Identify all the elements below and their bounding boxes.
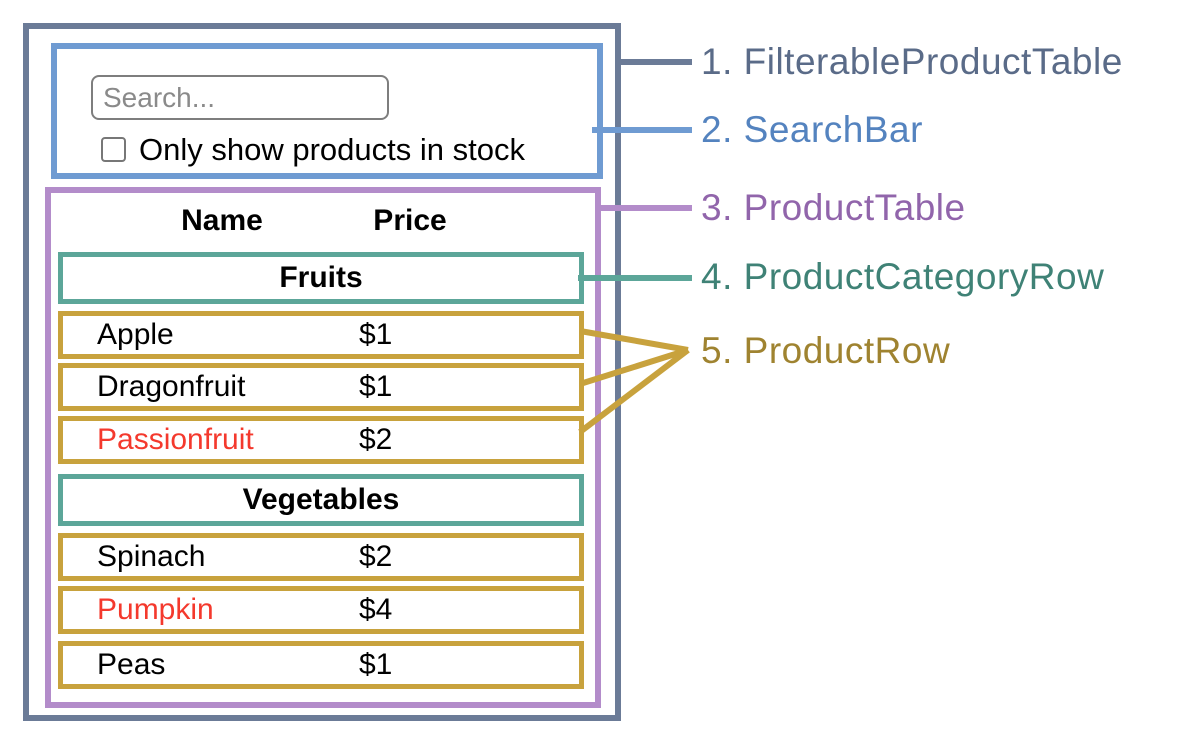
product-row-apple: Apple $1: [58, 311, 584, 359]
category-row-vegetables: Vegetables: [58, 474, 584, 526]
product-name: Peas: [97, 648, 166, 681]
category-label: Fruits: [279, 261, 363, 294]
in-stock-checkbox-label: Only show products in stock: [139, 132, 525, 167]
product-row-pumpkin: Pumpkin $4: [58, 586, 584, 634]
legend-label-search-bar: 2. SearchBar: [701, 109, 923, 150]
product-row-passionfruit: Passionfruit $2: [58, 416, 584, 464]
product-row-dragonfruit: Dragonfruit $1: [58, 363, 584, 411]
legend-label-product-row: 5. ProductRow: [701, 330, 951, 371]
category-label: Vegetables: [242, 483, 400, 516]
category-row-fruits: Fruits: [58, 252, 584, 304]
product-name: Pumpkin: [97, 593, 214, 626]
product-row-spinach: Spinach $2: [58, 533, 584, 581]
column-header-name: Name: [181, 204, 263, 237]
column-header-price: Price: [373, 204, 447, 237]
legend-label-filterable-product-table: 1. FilterableProductTable: [701, 41, 1123, 82]
product-price: $1: [359, 648, 393, 681]
filterable-product-table-box: Only show products in stock Name Price F…: [23, 23, 621, 721]
in-stock-checkbox[interactable]: [101, 137, 126, 162]
product-price: $2: [359, 423, 393, 456]
product-name: Passionfruit: [97, 423, 254, 456]
product-price: $2: [359, 540, 393, 573]
legend-label-product-category-row: 4. ProductCategoryRow: [701, 256, 1105, 297]
product-name: Spinach: [97, 540, 206, 573]
product-name: Dragonfruit: [97, 370, 246, 403]
product-price: $1: [359, 318, 393, 351]
product-price: $4: [359, 593, 393, 626]
product-price: $1: [359, 370, 393, 403]
product-table-box: Name Price Fruits Apple $1 Dragonfruit $…: [45, 187, 601, 708]
search-bar-box: Only show products in stock: [51, 43, 603, 179]
legend-label-product-table: 3. ProductTable: [701, 187, 966, 228]
search-input[interactable]: [91, 75, 389, 120]
product-name: Apple: [97, 318, 174, 351]
product-row-peas: Peas $1: [58, 641, 584, 689]
